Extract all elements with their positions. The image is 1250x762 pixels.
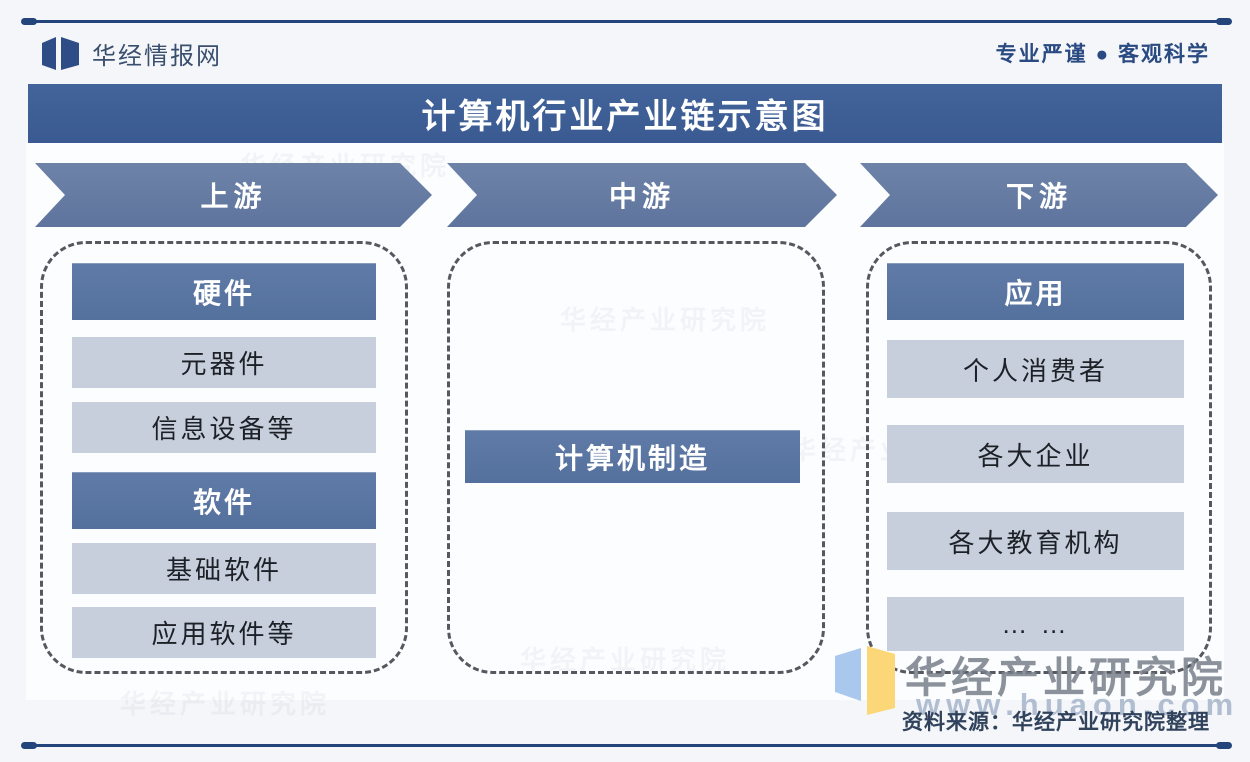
watermark-institute-name: 华经产业研究院 — [905, 654, 1228, 701]
midstream-item-computer-manufacturing: 计算机制造 — [465, 430, 800, 483]
bottom-divider-right-cap — [1216, 742, 1232, 749]
brand-name: 华经情报网 — [92, 43, 222, 70]
ghost-watermark: 华经产业研究院 — [560, 305, 771, 335]
ghost-watermark: 华经产业研究院 — [520, 645, 731, 675]
stage-arrow-downstream: 下游 — [860, 163, 1218, 227]
bottom-divider-left-cap — [21, 742, 37, 749]
downstream-item-education: 各大教育机构 — [887, 512, 1184, 570]
top-divider — [30, 20, 1222, 23]
downstream-item-consumers: 个人消费者 — [887, 340, 1184, 398]
top-divider-right-cap — [1216, 18, 1232, 25]
bottom-divider — [30, 744, 1222, 747]
upstream-item-info-devices: 信息设备等 — [72, 402, 376, 453]
downstream-item-application: 应用 — [887, 263, 1184, 320]
downstream-group-box — [866, 241, 1212, 674]
downstream-item-ellipsis: … … — [887, 597, 1184, 651]
brand-logo-icon — [42, 36, 80, 77]
page-title: 计算机行业产业链示意图 — [28, 84, 1222, 143]
upstream-item-components: 元器件 — [72, 337, 376, 388]
watermark-website: www.huaon.com — [916, 687, 1240, 722]
upstream-item-app-software: 应用软件等 — [72, 607, 376, 658]
upstream-group-box — [40, 241, 408, 674]
upstream-item-basic-software: 基础软件 — [72, 543, 376, 594]
stage-arrow-midstream: 中游 — [447, 163, 837, 227]
top-divider-left-cap — [21, 18, 37, 25]
upstream-item-hardware: 硬件 — [72, 263, 376, 320]
stage-arrow-upstream: 上游 — [35, 163, 432, 227]
midstream-group-box — [447, 241, 825, 674]
ghost-watermark: 华经产业研究院 — [120, 689, 331, 719]
brand-slogan: 专业严谨 ● 客观科学 — [995, 43, 1210, 66]
upstream-item-software: 软件 — [72, 472, 376, 529]
data-source-note: 资料来源：华经产业研究院整理 — [902, 711, 1210, 734]
downstream-item-enterprises: 各大企业 — [887, 425, 1184, 483]
watermark-logo-icon — [833, 643, 905, 720]
